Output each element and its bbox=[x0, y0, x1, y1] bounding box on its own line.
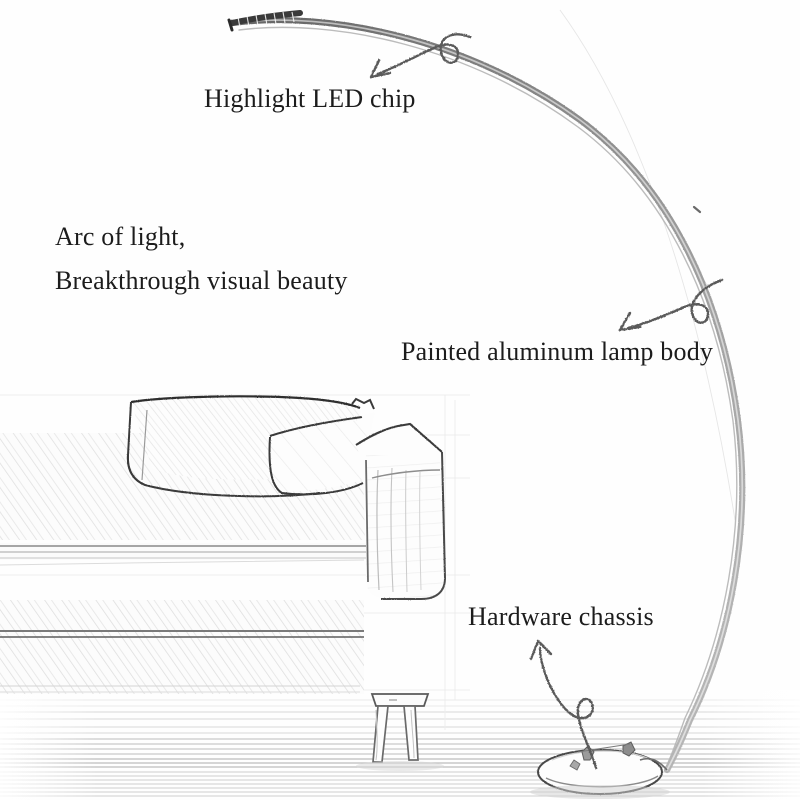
label-hardware-chassis: Hardware chassis bbox=[468, 602, 654, 631]
tagline-line-2: Breakthrough visual beauty bbox=[55, 266, 348, 295]
sofa-seat-base bbox=[0, 543, 366, 694]
led-strip-head bbox=[227, 10, 303, 32]
base-screws bbox=[569, 741, 636, 771]
label-painted-aluminum-lamp-body: Painted aluminum lamp body bbox=[401, 337, 714, 366]
tagline-block: Arc of light, Breakthrough visual beauty bbox=[55, 224, 348, 294]
sofa-cushion-right bbox=[268, 397, 375, 496]
oval-hardware-base bbox=[530, 741, 670, 799]
tagline-line-1: Arc of light, bbox=[55, 222, 186, 251]
arrow-to-lamp-body bbox=[618, 278, 724, 332]
arrow-from-hardware-chassis bbox=[529, 639, 598, 770]
sofa-armrest bbox=[355, 422, 447, 600]
label-highlight-led-chip: Highlight LED chip bbox=[204, 84, 416, 113]
aluminum-arc-pole bbox=[228, 16, 746, 774]
sofa-legs bbox=[356, 693, 444, 771]
arrow-to-led-chip bbox=[369, 33, 472, 79]
